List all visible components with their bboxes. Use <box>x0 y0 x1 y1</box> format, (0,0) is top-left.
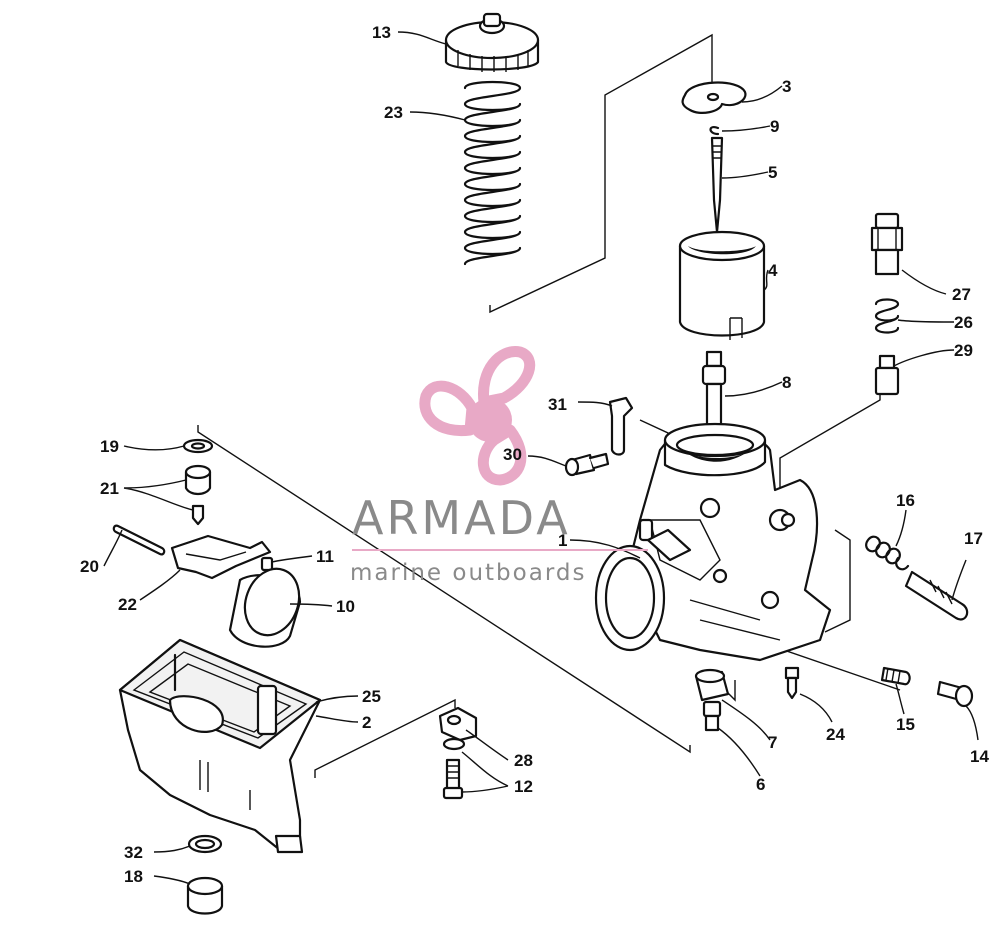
callout-26: 26 <box>954 313 973 332</box>
callout-7: 7 <box>768 733 777 752</box>
callout-22: 22 <box>118 595 137 614</box>
float-pin-part <box>112 524 166 556</box>
callout-8: 8 <box>782 373 791 392</box>
needle-clip-plate-part <box>681 81 747 114</box>
callout-19: 19 <box>100 437 119 456</box>
callout-31: 31 <box>548 395 567 414</box>
callout-30: 30 <box>503 445 522 464</box>
pilot-screw-part <box>936 680 974 708</box>
callout-5: 5 <box>768 163 777 182</box>
air-screw-spring-part <box>874 298 900 334</box>
air-screw-cap-part <box>874 354 900 396</box>
pilot-screw-spring-part <box>880 666 911 686</box>
idle-adjust-screw-part <box>904 570 969 621</box>
callout-18: 18 <box>124 867 143 886</box>
bowl-bracket-part <box>438 706 478 742</box>
carburetor-body-part <box>594 422 832 662</box>
callout-labels: 13 23 3 9 5 4 27 26 29 8 31 30 1 16 17 1… <box>80 23 989 886</box>
callout-15: 15 <box>896 715 915 734</box>
watermark-tagline: marine outboards <box>350 560 586 586</box>
callout-10: 10 <box>336 597 355 616</box>
callout-11: 11 <box>316 547 334 566</box>
leader-lines <box>103 31 979 885</box>
float-arm-part <box>170 534 272 580</box>
callout-17: 17 <box>964 529 983 548</box>
callout-14: 14 <box>970 747 989 766</box>
main-jet-holder-part <box>694 668 730 702</box>
float-needle-part <box>260 556 274 572</box>
callout-6: 6 <box>756 775 765 794</box>
callout-29: 29 <box>954 341 973 360</box>
callout-9: 9 <box>770 117 779 136</box>
jet-needle-part <box>710 136 724 234</box>
callout-28: 28 <box>514 751 533 770</box>
bowl-screw-part <box>442 737 466 800</box>
throttle-slide-part <box>678 230 766 340</box>
callout-1: 1 <box>558 531 567 550</box>
float-valve-seat-washer-part <box>182 438 214 454</box>
callout-25: 25 <box>362 687 381 706</box>
callout-23: 23 <box>384 103 403 122</box>
watermark: ARMADA marine outboards <box>350 491 648 586</box>
callout-13: 13 <box>372 23 391 42</box>
drain-plug-gasket-part <box>187 834 223 854</box>
idle-screw-spring-part <box>865 535 910 571</box>
throttle-stop-bracket-part <box>608 396 634 456</box>
callout-4: 4 <box>768 261 778 280</box>
float-valve-seat-part <box>184 464 212 526</box>
callout-20: 20 <box>80 557 99 576</box>
float-part <box>228 567 302 648</box>
callout-3: 3 <box>782 77 791 96</box>
air-screw-housing-part <box>870 212 904 276</box>
callout-12: 12 <box>514 777 533 796</box>
drain-plug-part <box>186 876 224 915</box>
watermark-brand: ARMADA <box>352 491 571 545</box>
pilot-jet-part <box>784 666 800 700</box>
callout-2: 2 <box>362 713 371 732</box>
cap-part <box>444 12 540 72</box>
spring-part <box>463 80 522 266</box>
callout-32: 32 <box>124 843 143 862</box>
float-bowl-part <box>118 638 322 854</box>
callout-27: 27 <box>952 285 971 304</box>
e-clip-part <box>709 126 720 136</box>
callout-21: 21 <box>100 479 119 498</box>
callout-16: 16 <box>896 491 915 510</box>
callout-24: 24 <box>826 725 845 744</box>
propeller-logo-icon <box>419 346 536 486</box>
main-jet-part <box>702 700 722 732</box>
bracket-screw-part <box>564 452 610 477</box>
